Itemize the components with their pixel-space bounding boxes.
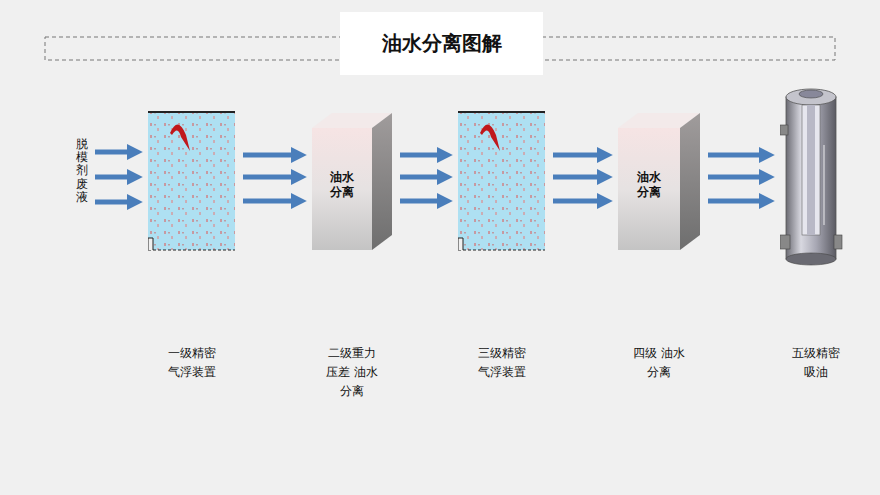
stage-caption: 一级精密 气浮装置	[165, 344, 219, 382]
stage-caption: 二级重力 压差 油水分离	[325, 344, 379, 401]
unit-label: 油水 分离	[634, 170, 664, 200]
flow-arrow	[708, 155, 762, 201]
separator-box: 油水 分离二级重力 压差 油水分离	[312, 85, 392, 405]
flow-arrow	[553, 155, 600, 201]
inlet-label: 脱模剂废液	[76, 138, 88, 204]
title: 油水分离图解	[382, 30, 502, 57]
separator-box: 油水 分离四级 油水分离	[618, 85, 700, 405]
stage-caption: 四级 油水分离	[632, 344, 686, 382]
unit-illustration	[780, 85, 852, 275]
oil-suction-unit: 五级精密 吸油	[780, 85, 852, 405]
flow-arrow	[400, 155, 440, 201]
title-box: 油水分离图解	[340, 12, 543, 75]
stage-caption: 三级精密 气浮装置	[475, 344, 529, 382]
inlet-arrows	[95, 152, 130, 202]
unit-illustration	[458, 85, 545, 275]
flow-arrow	[243, 155, 294, 201]
unit-illustration	[148, 85, 235, 275]
flotation-unit: 三级精密 气浮装置	[458, 85, 545, 405]
unit-label: 油水 分离	[327, 170, 357, 200]
stage-caption: 五级精密 吸油	[789, 344, 843, 382]
flotation-unit: 一级精密 气浮装置	[148, 85, 235, 405]
